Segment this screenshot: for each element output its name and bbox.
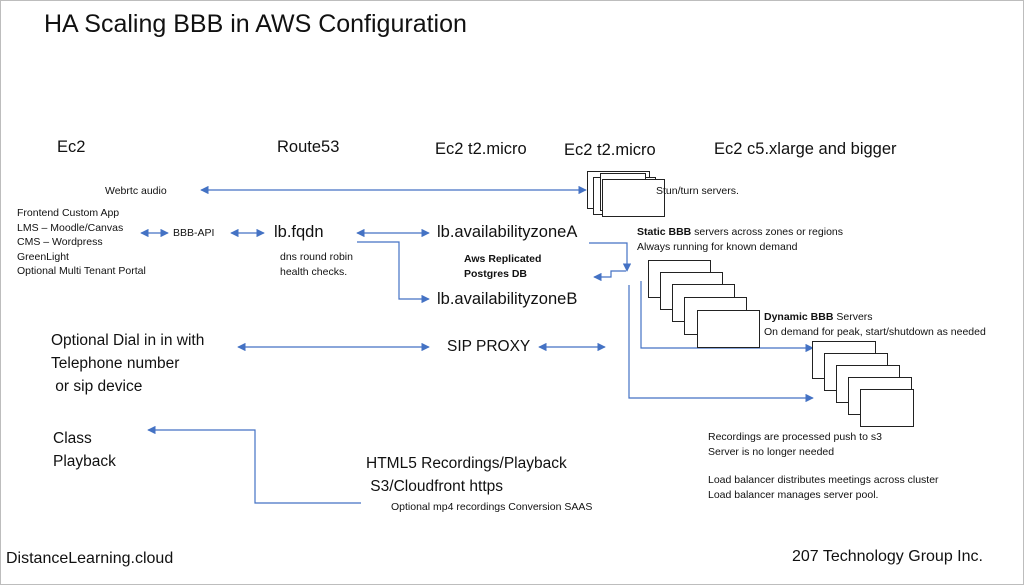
note-line: Recordings are processed push to s3: [708, 431, 882, 443]
dynamic-bbb-label: Dynamic BBB Servers On demand for peak, …: [764, 310, 986, 340]
arrow-lb-zoneb: [357, 241, 430, 304]
recordings-line3: Optional mp4 recordings Conversion SAAS: [391, 501, 593, 513]
webrtc-audio-label: Webrtc audio: [105, 185, 167, 197]
lb-fqdn-label: lb.fqdn: [274, 223, 324, 241]
frontend-line: CMS – Wordpress: [17, 236, 103, 248]
class-playback-block: Class Playback: [53, 427, 116, 473]
dns-line: dns round robin: [280, 251, 353, 263]
arrow-zonea-static: [589, 242, 632, 272]
arrow-zoneb-static: [593, 270, 626, 282]
class-line: Class: [53, 430, 92, 447]
zone-b-label: lb.availabilityzoneB: [437, 290, 578, 308]
frontend-line: Frontend Custom App: [17, 207, 120, 219]
static-bbb-bold: Static BBB: [637, 226, 692, 238]
header-ec2: Ec2: [57, 138, 86, 156]
frontend-line: LMS – Moodle/Canvas: [17, 221, 124, 234]
dynamic-bbb-rest: Servers: [833, 311, 873, 323]
bbb-api-label: BBB-API: [173, 227, 215, 239]
replicated-db-label: Aws Replicated Postgres DB: [464, 252, 541, 282]
arrow-zoneb-dynamic: [628, 285, 814, 403]
server-box: [697, 310, 760, 348]
zone-a-label: lb.availabilityzoneA: [437, 223, 578, 241]
dial-line: Optional Dial in in with: [51, 332, 205, 349]
slide-title: HA Scaling BBB in AWS Configuration: [44, 10, 467, 38]
note-line: Server is no longer needed: [708, 445, 835, 458]
dial-line: Telephone number: [51, 355, 180, 372]
dns-notes: dns round robin health checks.: [280, 250, 353, 280]
dynamic-bbb-line2: On demand for peak, start/shutdown as ne…: [764, 326, 986, 338]
arrow-static-dynamic: [640, 281, 814, 353]
frontend-line: Optional Multi Tenant Portal: [17, 265, 146, 277]
header-ec2-large: Ec2 c5.xlarge and bigger: [714, 140, 897, 158]
static-bbb-line2: Always running for known demand: [637, 241, 798, 253]
note-line: Load balancer distributes meetings acros…: [708, 474, 939, 486]
recordings-line1: HTML5 Recordings/Playback: [366, 455, 567, 472]
header-ec2-micro-1: Ec2 t2.micro: [435, 140, 527, 158]
dns-line: health checks.: [280, 266, 348, 278]
static-bbb-rest: servers across zones or regions: [691, 226, 843, 238]
stun-turn-label: Stun/turn servers.: [656, 185, 739, 197]
note-line: Load balancer manages server pool.: [708, 488, 879, 501]
dial-in-block: Optional Dial in in with Telephone numbe…: [51, 329, 204, 398]
header-ec2-micro-2: Ec2 t2.micro: [564, 141, 656, 159]
arrow-recordings-class: [147, 425, 361, 504]
db-line: Aws Replicated: [464, 253, 542, 265]
db-line: Postgres DB: [464, 268, 528, 280]
frontend-apps-block: Frontend Custom App LMS – Moodle/Canvas …: [17, 206, 146, 279]
sip-proxy-label: SIP PROXY: [447, 338, 531, 355]
class-line: Playback: [53, 453, 116, 470]
server-box: [860, 389, 914, 427]
footer-left: DistanceLearning.cloud: [6, 550, 174, 567]
dial-line: or sip device: [51, 378, 143, 395]
frontend-line: GreenLight: [17, 250, 69, 263]
dynamic-bbb-bold: Dynamic BBB: [764, 311, 834, 323]
notes-block-2: Load balancer distributes meetings acros…: [708, 473, 939, 502]
notes-block-1: Recordings are processed push to s3 Serv…: [708, 430, 882, 459]
recordings-line2: S3/Cloudfront https: [366, 478, 503, 495]
static-bbb-label: Static BBB servers across zones or regio…: [637, 225, 843, 255]
server-box: [602, 179, 665, 217]
footer-right: 207 Technology Group Inc.: [792, 548, 983, 565]
header-route53: Route53: [277, 138, 340, 156]
